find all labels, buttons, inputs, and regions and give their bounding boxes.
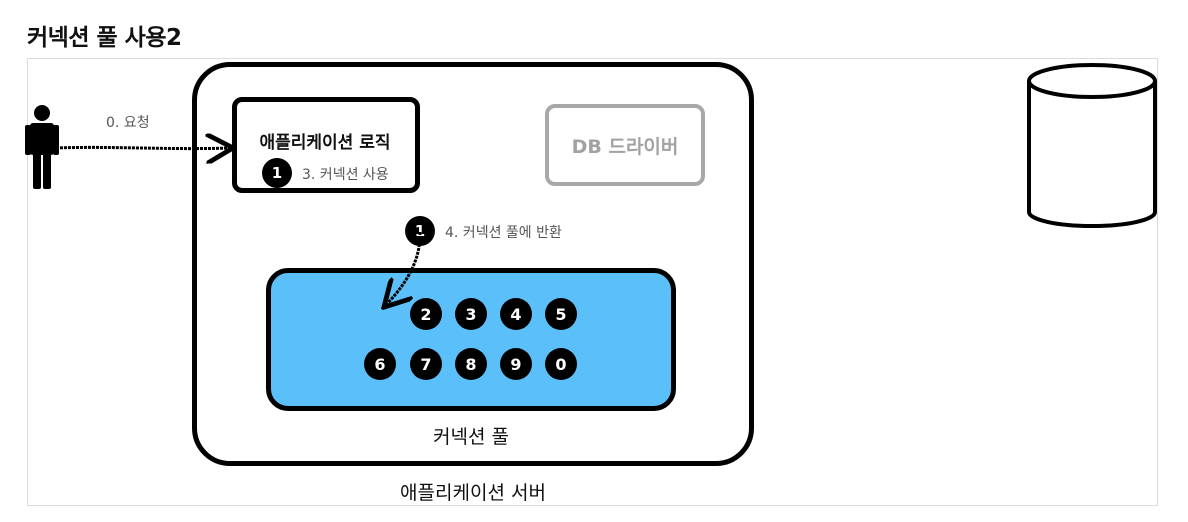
connection-pool-label: 커넥션 풀 (433, 426, 509, 448)
connection-token: 8 (455, 348, 487, 380)
database-cylinder-icon (1027, 63, 1157, 228)
return-arrow (386, 231, 422, 305)
page-title: 커넥션 풀 사용2 (27, 25, 182, 51)
connection-token: 0 (545, 348, 577, 380)
connection-token: 5 (545, 298, 577, 330)
step-return-label: 4. 커넥션 풀에 반환 (445, 225, 562, 241)
db-driver-box (545, 104, 705, 186)
diagram-frame (27, 58, 1158, 506)
connection-token: 3 (455, 298, 487, 330)
connection-pool-box (266, 268, 676, 411)
person-icon (25, 105, 59, 189)
application-logic-label: 애플리케이션 로직 (259, 133, 391, 153)
step-use-badge: 1 (262, 158, 292, 188)
connection-token: 7 (410, 348, 442, 380)
application-server-label: 애플리케이션 서버 (400, 482, 546, 504)
connection-token: 6 (364, 348, 396, 380)
connection-token: 9 (500, 348, 532, 380)
db-driver-label: DB 드라이버 (571, 136, 679, 158)
step-use-label: 3. 커넥션 사용 (302, 167, 389, 183)
request-label: 0. 요청 (106, 115, 150, 131)
connection-token: 4 (500, 298, 532, 330)
request-arrow (55, 147, 230, 148)
connection-token: 2 (410, 298, 442, 330)
